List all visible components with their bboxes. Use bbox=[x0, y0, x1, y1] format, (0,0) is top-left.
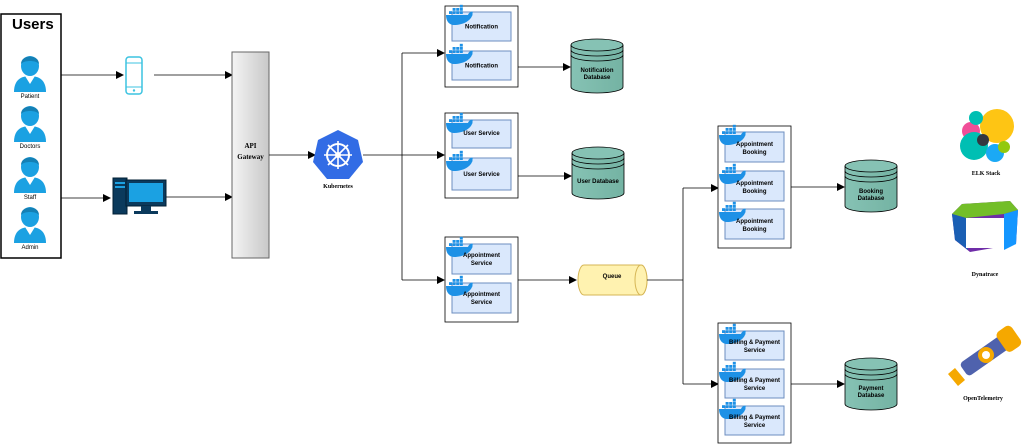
notification-database bbox=[570, 38, 624, 94]
user-service-label: User Service bbox=[463, 131, 500, 137]
payment-database-label-line1: Payment bbox=[858, 386, 883, 392]
user-service-label: User Service bbox=[463, 172, 500, 178]
user-label-doctors: Doctors bbox=[20, 144, 41, 150]
appointment-booking-label-line1: Appointment bbox=[736, 142, 773, 148]
payment-database bbox=[844, 357, 898, 411]
notification-database-label-line1: Notification bbox=[581, 68, 614, 74]
billing-payment-label-line1: Billing & Payment bbox=[729, 378, 780, 384]
notification-service-box bbox=[451, 11, 512, 42]
payment-database-label-line2: Database bbox=[858, 393, 885, 399]
appointment-booking-label-line2: Booking bbox=[743, 227, 767, 233]
kubernetes-routing-edges bbox=[363, 49, 445, 284]
mobile-phone-icon bbox=[125, 56, 143, 95]
user-database-label: User Database bbox=[577, 179, 619, 185]
notification-service-label: Notification bbox=[465, 64, 498, 70]
elk-stack-label: ELK Stack bbox=[972, 171, 1001, 177]
queue-label: Queue bbox=[603, 274, 622, 280]
billing-payment-label-line2: Service bbox=[744, 348, 766, 354]
appointment-service-label-line2: Service bbox=[471, 300, 493, 306]
appointment-booking-label-line1: Appointment bbox=[736, 219, 773, 225]
queue-routing-edges bbox=[647, 184, 719, 388]
booking-database-label-line1: Booking bbox=[859, 189, 883, 195]
users-title: Users bbox=[12, 16, 54, 33]
kubernetes-icon bbox=[313, 130, 363, 179]
booking-database-label-line2: Database bbox=[858, 196, 885, 202]
appointment-booking-label-line2: Booking bbox=[743, 150, 767, 156]
api-gateway-label-line1: API bbox=[244, 142, 256, 150]
appointment-service-label-line2: Service bbox=[471, 261, 493, 267]
dynatrace-label: Dynatrace bbox=[972, 272, 999, 278]
user-database bbox=[571, 146, 625, 200]
billing-payment-label-line1: Billing & Payment bbox=[729, 415, 780, 421]
opentelemetry-logo-icon bbox=[948, 325, 1022, 386]
billing-payment-label-line2: Service bbox=[744, 423, 766, 429]
opentelemetry-label: OpenTelemetry bbox=[963, 396, 1003, 402]
billing-payment-label-line1: Billing & Payment bbox=[729, 340, 780, 346]
appointment-service-label-line1: Appointment bbox=[463, 253, 500, 259]
appointment-booking-label-line2: Booking bbox=[743, 189, 767, 195]
api-gateway-box bbox=[231, 51, 270, 259]
booking-database bbox=[844, 159, 898, 213]
billing-payment-label-line2: Service bbox=[744, 386, 766, 392]
user-label-staff: Staff bbox=[24, 195, 37, 201]
notification-service-label: Notification bbox=[465, 25, 498, 31]
kubernetes-label: Kubernetes bbox=[323, 184, 353, 190]
elk-stack-logo-icon bbox=[960, 109, 1014, 162]
queue-cylinder bbox=[577, 264, 648, 296]
desktop-computer-icon bbox=[112, 177, 167, 215]
user-label-patient: Patient bbox=[21, 94, 40, 100]
notification-database-label-line2: Database bbox=[584, 75, 611, 81]
dynatrace-logo-icon bbox=[952, 201, 1018, 252]
api-gateway-label-line2: Gateway bbox=[237, 153, 264, 161]
appointment-service-label-line1: Appointment bbox=[463, 292, 500, 298]
appointment-booking-label-line1: Appointment bbox=[736, 181, 773, 187]
user-label-admin: Admin bbox=[21, 245, 38, 251]
